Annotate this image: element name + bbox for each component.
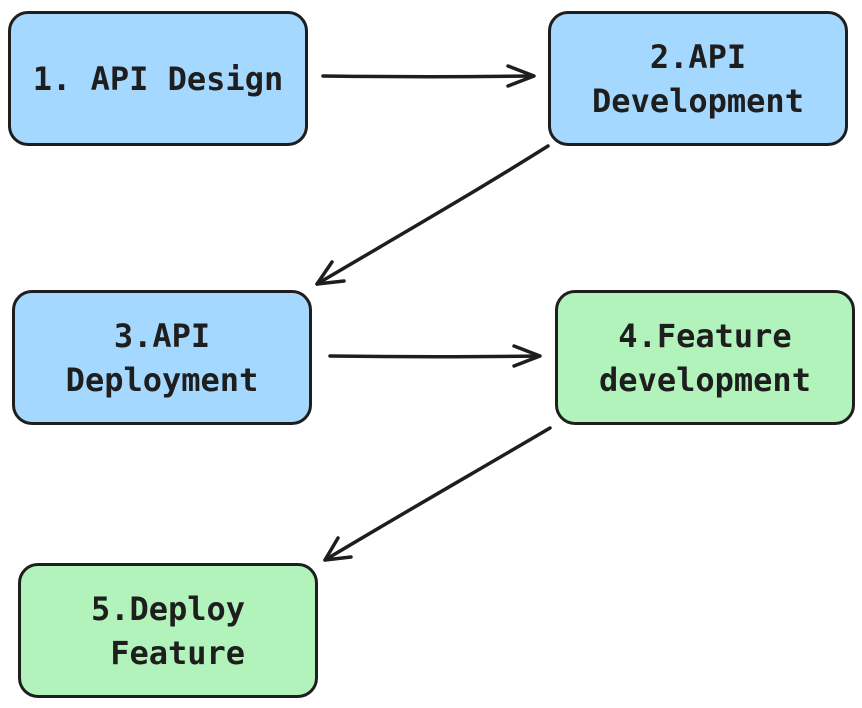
node-api-development-label-line2: Development: [592, 81, 804, 120]
arrow-4-to-5-line: [323, 426, 552, 562]
node-deploy-feature[interactable]: 5.Deploy Feature: [18, 563, 318, 698]
node-api-deployment-label-line2: Deployment: [65, 360, 259, 399]
arrow-1-to-2: [321, 64, 536, 88]
arrow-3-to-4-head: [512, 344, 542, 368]
node-api-design[interactable]: 1. API Design: [8, 11, 308, 146]
node-api-deployment-label-line1: 3.API: [113, 316, 211, 355]
node-api-design-label: 1. API Design: [32, 59, 284, 98]
arrow-3-to-4-line: [328, 354, 540, 359]
arrow-1-to-2-line: [321, 74, 534, 79]
arrow-4-to-5-head: [323, 536, 353, 562]
node-api-development-label-line1: 2.API: [649, 37, 747, 76]
arrow-2-to-3: [315, 144, 550, 286]
arrow-2-to-3-line: [315, 144, 550, 286]
node-api-development[interactable]: 2.API Development: [548, 11, 848, 146]
node-feature-development-label-line1: 4.Feature: [618, 316, 792, 355]
node-deploy-feature-label-line1: 5.Deploy: [90, 589, 246, 628]
arrow-4-to-5: [323, 426, 552, 562]
node-api-deployment[interactable]: 3.API Deployment: [12, 290, 312, 425]
node-feature-development[interactable]: 4.Feature development: [555, 290, 855, 425]
arrow-2-to-3-head: [315, 260, 346, 286]
node-deploy-feature-label-line2: Feature: [90, 633, 246, 672]
arrow-1-to-2-head: [506, 64, 536, 88]
arrow-3-to-4: [328, 344, 542, 368]
node-feature-development-label-line2: development: [599, 360, 811, 399]
